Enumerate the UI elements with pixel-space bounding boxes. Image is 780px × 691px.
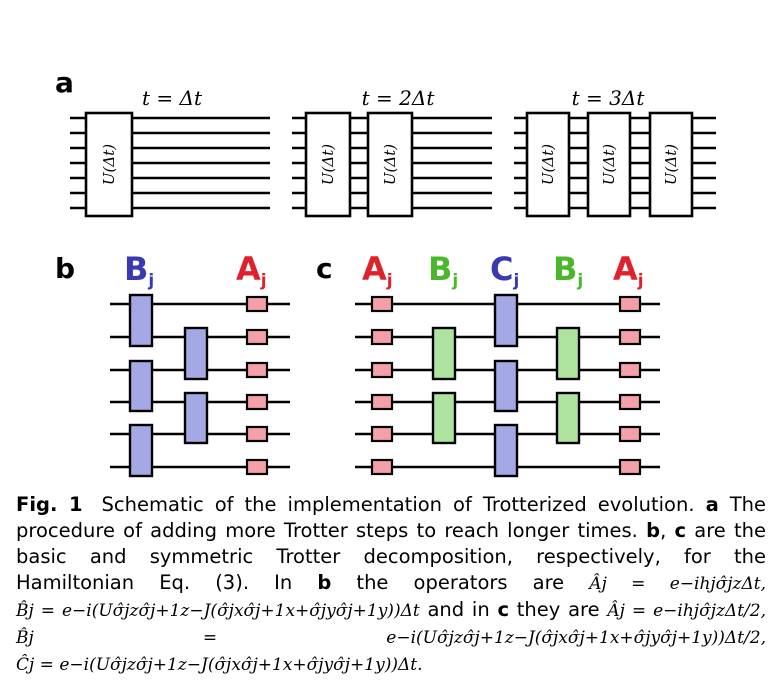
panel-a-circuits: t = Δt t = 2Δt t = 3Δt: [142, 86, 645, 110]
c-gate-B2-1: [555, 391, 581, 445]
c-gate-A1-2: [370, 361, 394, 379]
c-gate-A2-3: [618, 393, 642, 411]
a3-gate-1-label: U(Δt): [539, 144, 557, 185]
c-gate-A2-4: [618, 425, 642, 443]
caption-text-6: they are: [516, 598, 600, 621]
panel-b-labels: Bj Aj: [124, 250, 267, 291]
b-gate-B-1: [128, 359, 154, 413]
b-gate-B-3: [183, 326, 209, 381]
a1-gate-1-label: U(Δt): [100, 144, 118, 185]
c-gate-C-0: [493, 293, 519, 348]
caption-ref-c2: c: [497, 598, 510, 621]
panel-c-labels: Aj Bj Cj Bj Aj: [362, 250, 644, 291]
c-gate-C-2: [493, 423, 519, 478]
caption-eq-5: Ĉj = e−i(Uσ̂jzσ̂j+1z−J(σ̂jxσ̂j+1x+σ̂jyσ̂…: [16, 655, 423, 675]
b-gate-B-2: [128, 423, 154, 478]
b-gate-A-3: [245, 393, 269, 411]
label-c-B2: Bj: [553, 250, 583, 291]
c-gate-B1-1: [431, 391, 457, 445]
a3-gate-2-label: U(Δt): [600, 144, 618, 185]
caption-ref-b: b: [646, 519, 661, 542]
a2-gate-1: [304, 111, 352, 218]
label-b-A: Aj: [236, 250, 267, 291]
caption-fig-label: Fig. 1: [16, 493, 83, 516]
a3-gate-3: [648, 111, 694, 218]
time-label-3: t = 3Δt: [572, 86, 646, 110]
caption-text-5: and in: [427, 598, 490, 621]
caption-comma: ,: [660, 519, 667, 542]
c-gate-A2-5: [618, 458, 642, 476]
label-c-A2: Aj: [613, 250, 644, 291]
time-label-1: t = Δt: [142, 86, 203, 110]
c-gate-A1-1: [370, 328, 394, 346]
c-gate-A1-5: [370, 458, 394, 476]
caption-eq-4: B̂j = e−i(Uσ̂jzσ̂j+1z−J(σ̂jxσ̂j+1x+σ̂jyσ…: [16, 628, 766, 648]
caption-text-4: the operators are: [356, 571, 565, 594]
panel-label-a: a: [55, 66, 74, 99]
c-gate-C-1: [493, 359, 519, 413]
caption-ref-c: c: [674, 519, 687, 542]
caption-text-2: The procedure of adding more Trotter ste…: [16, 493, 767, 542]
caption-eq-2: B̂j = e−i(Uσ̂jzσ̂j+1z−J(σ̂jxσ̂j+1x+σ̂jyσ…: [16, 601, 420, 621]
caption-text-3: are the basic and symmetric Trotter deco…: [16, 519, 767, 594]
label-b-B: Bj: [124, 250, 154, 291]
c-gate-A2-1: [618, 328, 642, 346]
caption-eq-3: Âj = e−ihjσ̂jzΔt/2,: [607, 601, 766, 621]
a2-gate-1-label: U(Δt): [319, 144, 337, 185]
caption-ref-b2: b: [317, 571, 332, 594]
a2-gate-2-label: U(Δt): [381, 144, 399, 185]
circuit-diagrams: U(Δt) U(Δt) U(Δt) U(Δt) U(Δt) U(Δt): [70, 111, 716, 478]
panel-label-c: c: [316, 252, 333, 285]
figure: a b c t = Δt t = 2Δt t = 3Δt Bj Aj Aj Bj…: [55, 66, 716, 478]
c-gate-B2-0: [555, 326, 581, 381]
caption-text-1: Schematic of the implementation of Trott…: [101, 493, 695, 516]
a3-gate-2: [586, 111, 632, 218]
label-c-B1: Bj: [428, 250, 458, 291]
a1-gate-1: [84, 111, 134, 218]
b-gate-B-0: [128, 293, 154, 348]
c-gate-A1-4: [370, 425, 394, 443]
b-gate-A-1: [245, 328, 269, 346]
caption-ref-a: a: [705, 493, 719, 516]
c-gate-A1-0: [370, 295, 394, 313]
time-label-2: t = 2Δt: [362, 86, 436, 110]
b-gate-A-4: [245, 425, 269, 443]
caption-eq-1: Âj = e−ihjσ̂jzΔt,: [589, 574, 767, 594]
a3-gate-1: [525, 111, 571, 218]
c-gate-A2-0: [618, 295, 642, 313]
figure-caption: Fig. 1 Schematic of the implementation o…: [16, 492, 766, 678]
c-gate-A2-2: [618, 361, 642, 379]
a3-gate-3-label: U(Δt): [662, 144, 680, 185]
b-gate-A-2: [245, 361, 269, 379]
b-gate-A-0: [245, 295, 269, 313]
c-gate-A1-3: [370, 393, 394, 411]
b-gate-B-4: [183, 391, 209, 445]
label-c-A1: Aj: [362, 250, 393, 291]
b-gate-A-5: [245, 458, 269, 476]
label-c-C: Cj: [490, 250, 519, 291]
a2-gate-2: [366, 111, 414, 218]
c-gate-B1-0: [431, 326, 457, 381]
panel-label-b: b: [55, 252, 75, 285]
